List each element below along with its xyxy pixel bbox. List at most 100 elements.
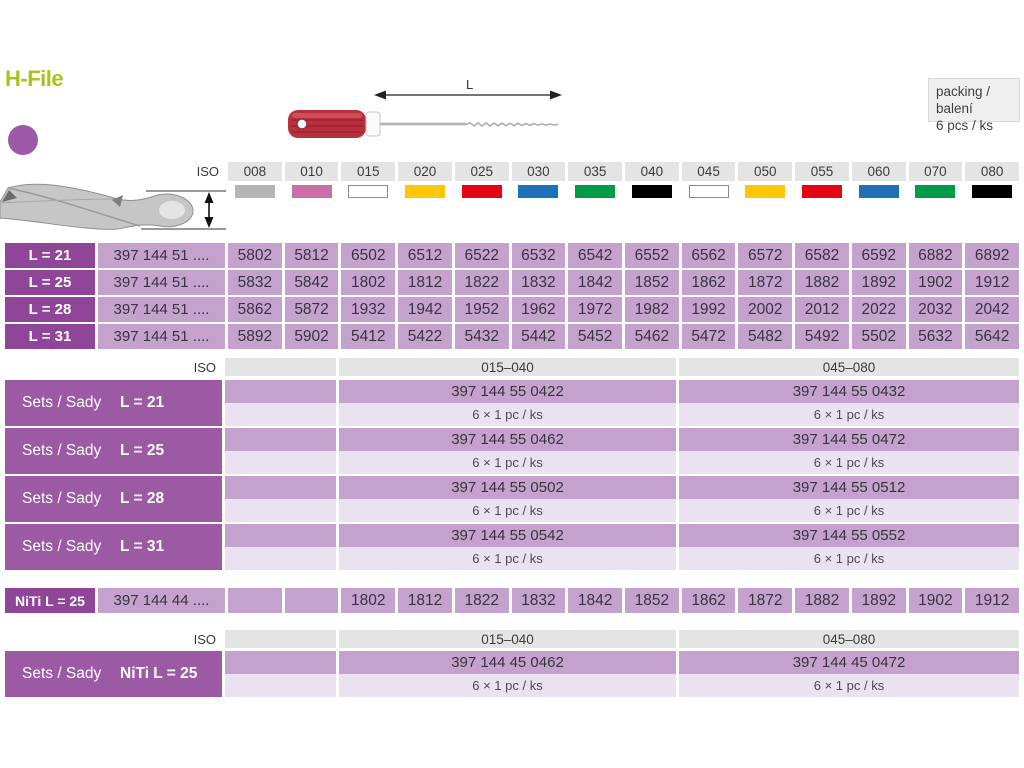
file-code-cell: 5502	[851, 324, 906, 349]
packing-info-box: packing / balení 6 pcs / ks	[928, 78, 1020, 133]
iso-size-cell: 050	[738, 162, 793, 181]
color-swatch	[348, 185, 389, 198]
swatch-cell	[228, 185, 282, 198]
set-blank-column	[225, 428, 336, 474]
order-prefix-cell: 397 144 51 ....	[98, 270, 225, 295]
blank-packing-cell	[225, 499, 336, 522]
iso-size-cell: 010	[284, 162, 339, 181]
swatch-cell	[909, 185, 963, 198]
file-code-cell: 6592	[851, 243, 906, 268]
file-code-cell: 5462	[625, 324, 679, 349]
file-code-cell: 1872	[738, 588, 793, 613]
spacer	[5, 185, 95, 198]
set-blank-column	[225, 651, 336, 697]
blank-order-cell	[225, 651, 336, 674]
file-code-cell: 1912	[965, 270, 1019, 295]
file-code-cell: 6502	[341, 243, 396, 268]
color-swatch	[688, 185, 729, 198]
file-code-cell: 1872	[738, 270, 793, 295]
swatch-cell	[852, 185, 906, 198]
set-packing: 6 × 1 pc / ks	[339, 403, 676, 426]
iso-range-cell: 045–080	[679, 630, 1019, 648]
file-code-cell: 6562	[681, 243, 736, 268]
file-code-cell	[228, 588, 282, 613]
blank-packing-cell	[225, 674, 336, 697]
set-blank-column	[225, 524, 336, 570]
iso-size-cell: 020	[398, 162, 452, 181]
packing-quantity: 6 pcs / ks	[936, 118, 994, 133]
color-swatch	[575, 185, 616, 198]
file-code-cell: 1972	[568, 297, 622, 322]
set-row-label: Sets / Sady	[22, 442, 102, 459]
blank-order-cell	[225, 476, 336, 499]
file-code-cell: 1982	[625, 297, 679, 322]
iso-size-cell: 030	[511, 162, 566, 181]
file-code-cell: 5872	[284, 297, 339, 322]
iso-size-cell: 055	[795, 162, 849, 181]
blank-packing-cell	[225, 451, 336, 474]
color-swatch	[518, 185, 559, 198]
file-code-cell: 1862	[681, 270, 736, 295]
length-row-header: L = 28	[5, 297, 95, 322]
file-code-cell: 6882	[908, 243, 963, 268]
file-code-cell: 5832	[228, 270, 282, 295]
length-arrow-label: L	[466, 77, 473, 92]
file-code-cell: 2012	[795, 297, 849, 322]
file-code-cell: 1992	[681, 297, 736, 322]
iso-label: ISO	[193, 359, 216, 375]
iso-size-cell: 025	[454, 162, 509, 181]
arrow-right-icon	[550, 90, 562, 100]
iso-size-cell: 070	[908, 162, 963, 181]
file-shaft	[380, 122, 466, 126]
file-code-cell: 5842	[284, 270, 339, 295]
length-row-header: L = 25	[5, 270, 95, 295]
set-order-code: 397 144 55 0472	[679, 428, 1019, 451]
file-code-cell: 5812	[284, 243, 339, 268]
file-code-cell: 5442	[511, 324, 566, 349]
color-swatch	[801, 185, 842, 198]
file-code-cell: 6512	[398, 243, 452, 268]
page-title: H-File	[5, 66, 64, 91]
color-swatch	[915, 185, 956, 198]
file-code-cell: 1822	[454, 588, 509, 613]
iso-label: ISO	[196, 164, 219, 179]
swatch-cell	[285, 185, 339, 198]
packing-label: packing / balení	[936, 84, 991, 116]
file-code-cell: 5472	[681, 324, 736, 349]
file-code-cell: 1822	[454, 270, 509, 295]
file-code-cell: 1832	[511, 588, 566, 613]
niti-row-header: NiTi L = 25	[5, 588, 95, 613]
file-code-cell: 1882	[795, 588, 849, 613]
color-swatch	[234, 185, 275, 198]
set-row-variant: L = 31	[120, 538, 165, 555]
set-order-code: 397 144 55 0432	[679, 380, 1019, 403]
file-code-cell: 5482	[738, 324, 793, 349]
file-code-cell: 1802	[341, 270, 396, 295]
file-code-cell: 1962	[511, 297, 566, 322]
arrow-left-icon	[374, 90, 386, 100]
spacer	[98, 185, 225, 198]
swatch-cell	[625, 185, 679, 198]
iso-size-cell: 060	[851, 162, 906, 181]
color-swatch	[461, 185, 502, 198]
file-code-cell: 2032	[908, 297, 963, 322]
set-packing: 6 × 1 pc / ks	[679, 403, 1019, 426]
file-instrument-illustration: L	[288, 77, 562, 138]
file-code-cell: 1832	[511, 270, 566, 295]
swatch-cell	[455, 185, 509, 198]
blank-order-cell	[225, 380, 336, 403]
set-packing: 6 × 1 pc / ks	[339, 451, 676, 474]
order-prefix-cell: 397 144 51 ....	[98, 324, 225, 349]
file-code-cell: 6582	[795, 243, 849, 268]
